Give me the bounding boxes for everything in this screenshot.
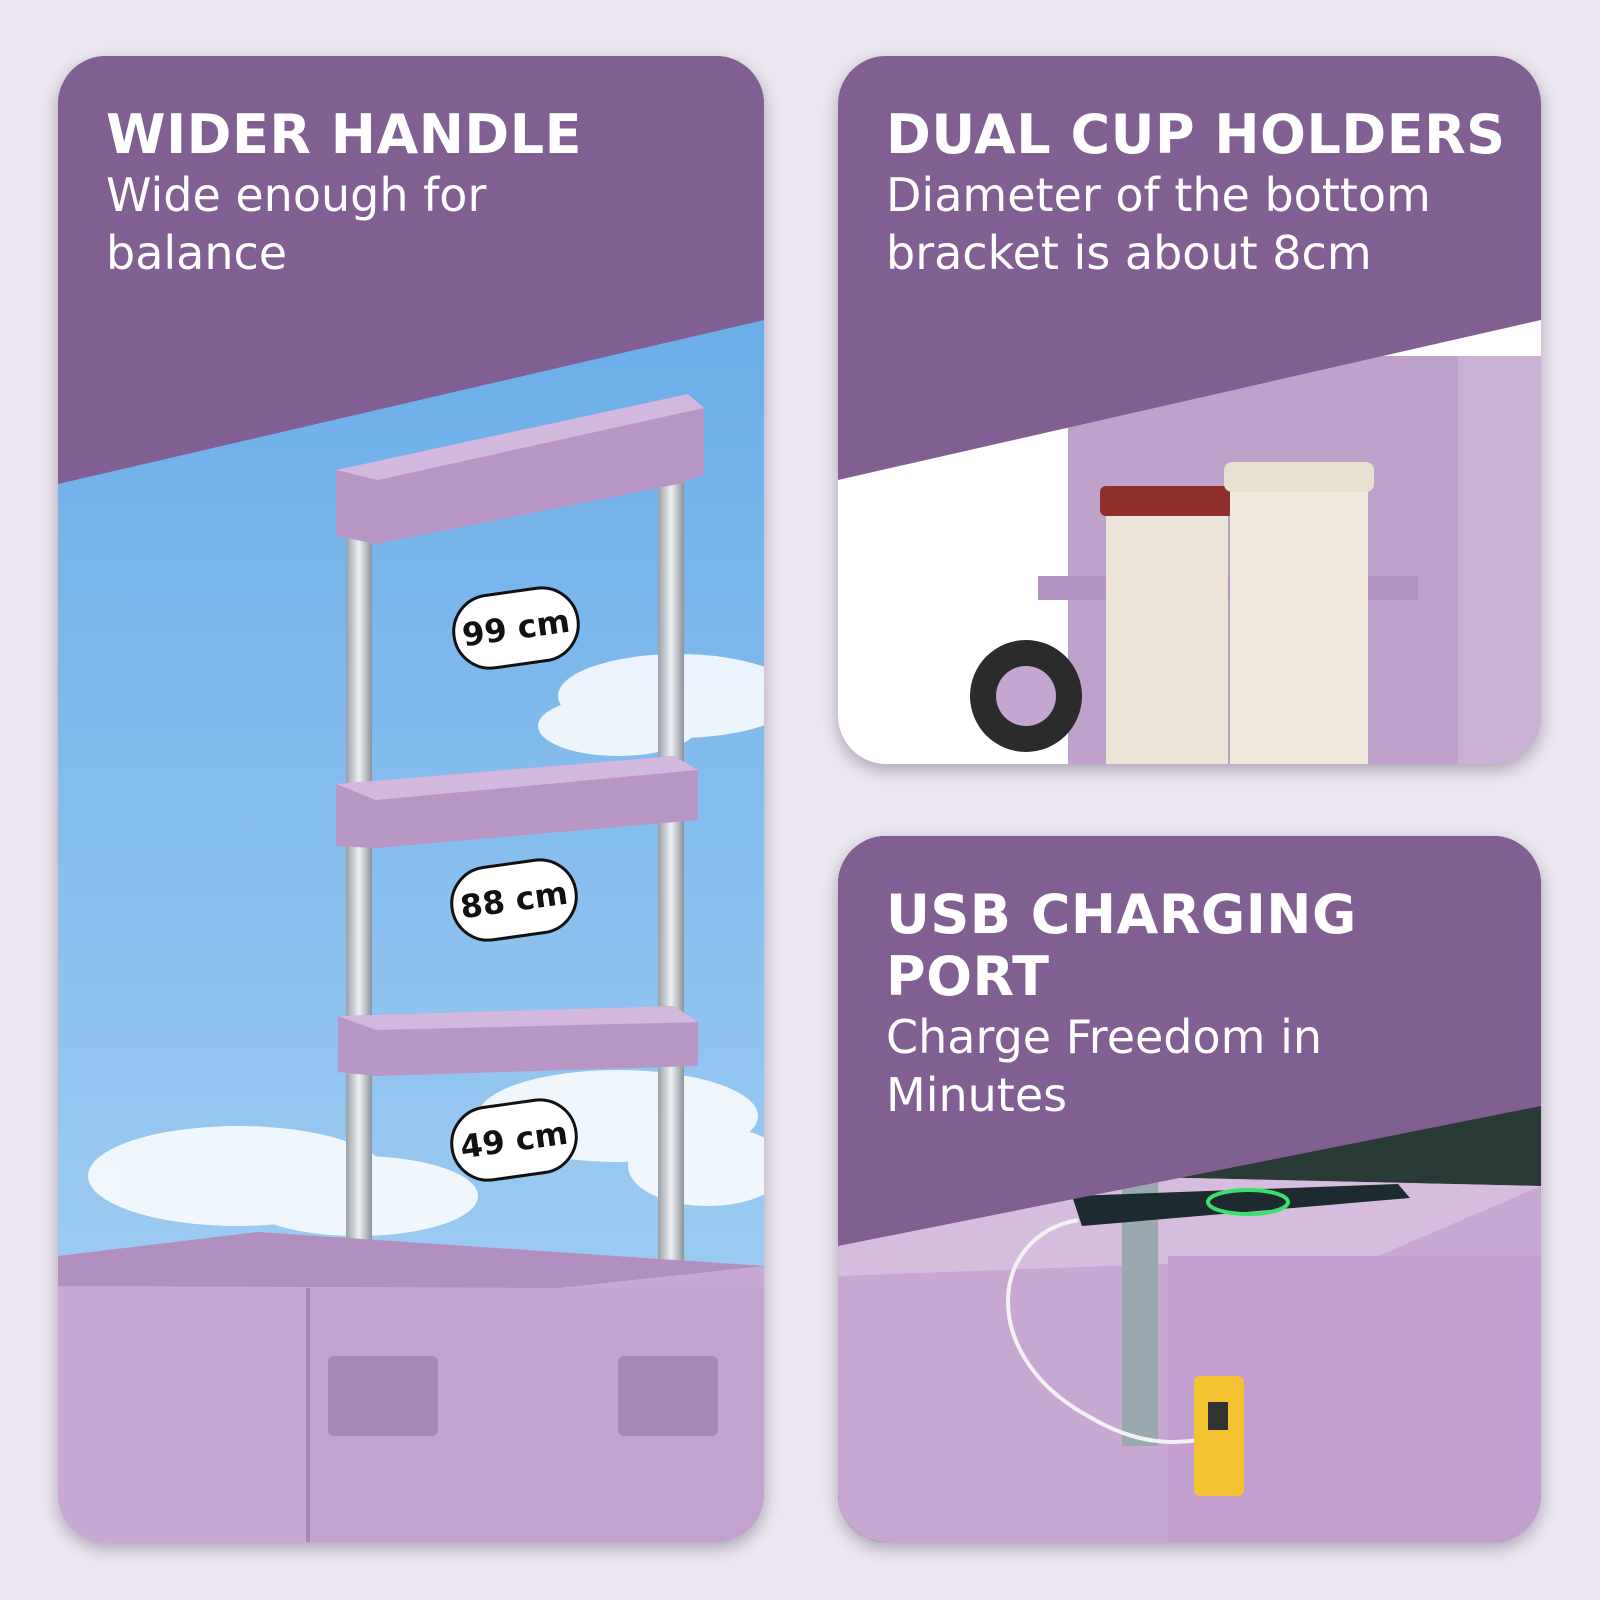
panel-usb-charging-port: USB CHARGING PORT Charge Freedom in Minu…: [838, 836, 1541, 1542]
panel-subtitle: Diameter of the bottom bracket is about …: [886, 168, 1431, 280]
panel-title: WIDER HANDLE: [106, 103, 583, 166]
panel-dual-cup-holders: DUAL CUP HOLDERS Diameter of the bottom …: [838, 56, 1541, 764]
panel-title: USB CHARGING PORT: [886, 883, 1357, 1008]
handle-text: WIDER HANDLE Wide enough for balance: [106, 104, 746, 282]
panel-subtitle: Wide enough for balance: [106, 168, 487, 280]
panel-wider-handle: WIDER HANDLE Wide enough for balance 99 …: [58, 56, 764, 1542]
panel-title: DUAL CUP HOLDERS: [886, 103, 1506, 166]
usb-photo: [838, 836, 1541, 1542]
handle-photo: [58, 56, 764, 1542]
usb-text: USB CHARGING PORT Charge Freedom in Minu…: [886, 884, 1446, 1124]
cup-holder-photo: [838, 56, 1541, 764]
cup-text: DUAL CUP HOLDERS Diameter of the bottom …: [886, 104, 1526, 282]
panel-subtitle: Charge Freedom in Minutes: [886, 1010, 1323, 1122]
